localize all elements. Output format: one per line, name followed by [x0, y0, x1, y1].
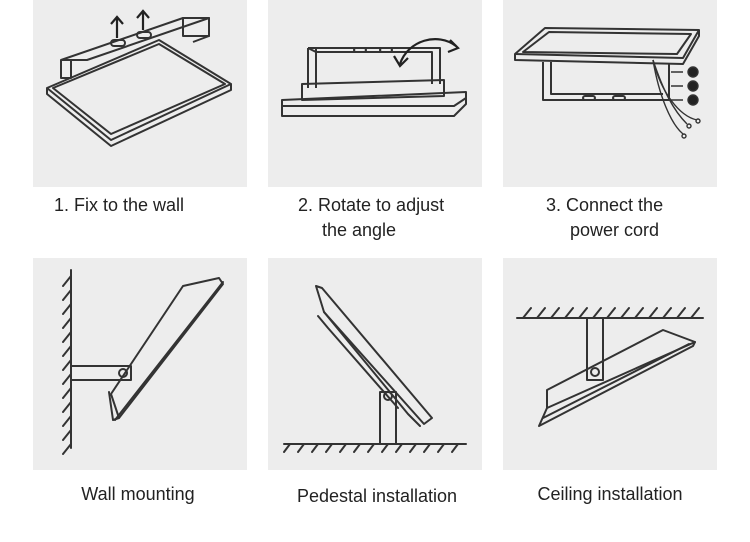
ceiling-mount-drawing	[516, 307, 704, 427]
wire-icon	[652, 59, 701, 139]
step-1-label: 1. Fix to the wall	[54, 195, 185, 215]
pedestal-mount-drawing	[283, 285, 467, 453]
floodlight-rotate-drawing	[281, 38, 467, 117]
wall-mounting-caption: Wall mounting	[81, 484, 195, 504]
pedestal-illustration	[268, 258, 482, 470]
rotate-arrow-icon	[393, 38, 460, 68]
wall-mounting-illustration	[33, 258, 247, 470]
ceiling-illustration	[503, 258, 717, 470]
step-3-label-line2: power cord	[570, 220, 660, 240]
arrow-up-icon	[110, 9, 150, 38]
fix-to-wall-illustration	[33, 0, 247, 187]
pedestal-caption: Pedestal installation	[296, 486, 458, 506]
floodlight-wiring-drawing	[514, 27, 701, 139]
connect-power-illustration	[503, 0, 717, 187]
wall-mount-drawing	[62, 269, 224, 455]
step-1-caption: 1. Fix to the wall	[54, 193, 184, 218]
step-3-caption: 3. Connect the power cord	[546, 193, 663, 243]
step-2-caption: 2. Rotate to adjust the angle	[298, 193, 444, 243]
step-3-label-line1: 3. Connect the	[546, 195, 664, 215]
step-2-label-line1: 2. Rotate to adjust	[298, 195, 445, 215]
rotate-angle-illustration	[268, 0, 482, 187]
floodlight-wall-fix-drawing	[46, 9, 232, 147]
step-2-label-line2: the angle	[322, 220, 397, 240]
ceiling-caption: Ceiling installation	[537, 484, 683, 504]
